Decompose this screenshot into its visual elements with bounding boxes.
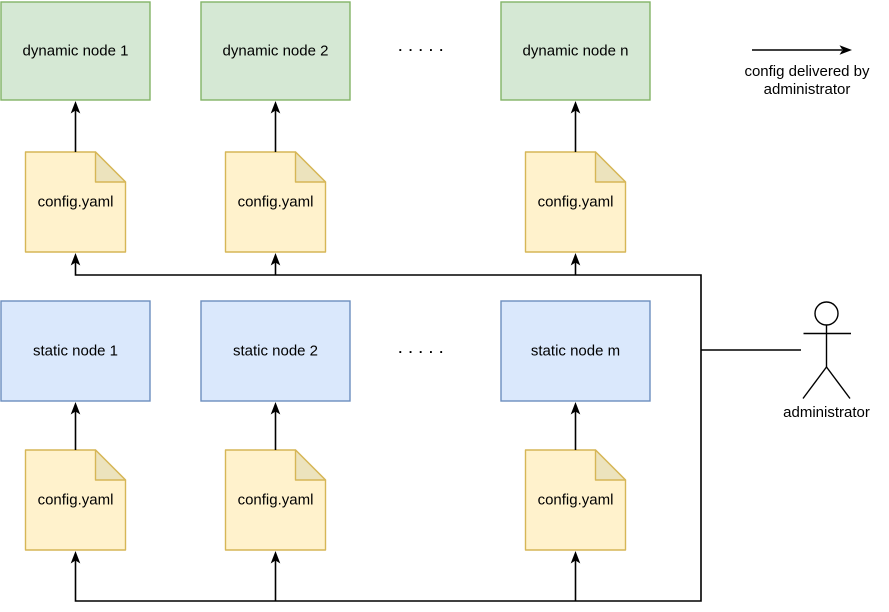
arrowhead-bus-to-upper-doc-n-icon bbox=[570, 253, 581, 266]
config-doc-dynamic-2-label: config.yaml bbox=[238, 194, 314, 211]
actor-left-leg-icon bbox=[802, 366, 828, 399]
arrowhead-bus-to-lower-doc-m-icon bbox=[570, 551, 581, 564]
dynamic-node-1-label: dynamic node 1 bbox=[23, 43, 129, 60]
static-node-2-label: static node 2 bbox=[233, 343, 318, 360]
dynamic-node-2-box bbox=[200, 1, 351, 101]
administrator-actor: administrator bbox=[783, 301, 870, 421]
legend-text-line2: administrator bbox=[764, 81, 851, 98]
config-doc-dynamic-1-fold-icon bbox=[94, 151, 127, 183]
static-node-1-box bbox=[0, 300, 151, 402]
dynamic-row-ellipsis: . . . . . bbox=[398, 39, 444, 54]
arrowhead-bus-to-upper-doc-2-icon bbox=[270, 253, 281, 266]
arrows-config-to-static bbox=[70, 402, 581, 450]
config-doc-dynamic-n-label: config.yaml bbox=[538, 194, 614, 211]
actor-head-icon bbox=[814, 301, 839, 326]
legend: config delivered by administrator bbox=[744, 45, 870, 98]
config-doc-static-2-fold-icon bbox=[294, 449, 327, 481]
arrowhead-config-to-static-1-icon bbox=[70, 402, 81, 415]
arrowhead-config-to-dynamic-2-icon bbox=[270, 101, 281, 114]
static-nodes-row: static node 1 static node 2 . . . . . st… bbox=[0, 300, 651, 402]
config-doc-dynamic-n-fold-icon bbox=[594, 151, 627, 183]
dynamic-node-2-label: dynamic node 2 bbox=[223, 43, 329, 60]
static-row-ellipsis: . . . . . bbox=[398, 341, 444, 356]
actor-label: administrator bbox=[783, 404, 870, 421]
arrowhead-config-to-static-2-icon bbox=[270, 402, 281, 415]
distribution-lines bbox=[70, 253, 801, 602]
dynamic-nodes-row: dynamic node 1 dynamic node 2 . . . . . … bbox=[0, 1, 651, 101]
static-node-2-box bbox=[200, 300, 351, 402]
config-doc-static-m-label: config.yaml bbox=[538, 492, 614, 509]
arrowhead-bus-to-lower-doc-2-icon bbox=[270, 551, 281, 564]
config-doc-static-1-label: config.yaml bbox=[38, 492, 114, 509]
config-doc-static-2-label: config.yaml bbox=[238, 492, 314, 509]
static-node-m-label: static node m bbox=[531, 343, 620, 360]
legend-text-line1: config delivered by bbox=[744, 63, 870, 80]
static-node-1-label: static node 1 bbox=[33, 343, 118, 360]
config-doc-static-m-fold-icon bbox=[594, 449, 627, 481]
arrows-config-to-dynamic bbox=[70, 101, 581, 152]
config-doc-static-1-fold-icon bbox=[94, 449, 127, 481]
distribution-bus-line bbox=[74, 262, 702, 602]
lower-config-docs: config.yaml config.yaml config.yaml bbox=[24, 449, 627, 551]
dynamic-node-n-box bbox=[500, 1, 651, 101]
arrowhead-config-to-dynamic-1-icon bbox=[70, 101, 81, 114]
config-doc-dynamic-2-fold-icon bbox=[294, 151, 327, 183]
dynamic-node-1-box bbox=[0, 1, 151, 101]
actor-right-leg-icon bbox=[825, 366, 851, 399]
arrowhead-config-to-dynamic-n-icon bbox=[570, 101, 581, 114]
upper-config-docs: config.yaml config.yaml config.yaml bbox=[24, 151, 627, 253]
arrowhead-bus-to-lower-doc-1-icon bbox=[70, 551, 81, 564]
arrowhead-bus-to-upper-doc-1-icon bbox=[70, 253, 81, 266]
config-doc-dynamic-1-label: config.yaml bbox=[38, 194, 114, 211]
dynamic-node-n-label: dynamic node n bbox=[523, 43, 629, 60]
legend-arrowhead-icon bbox=[839, 45, 852, 55]
arrowhead-config-to-static-m-icon bbox=[570, 402, 581, 415]
static-node-m-box bbox=[500, 300, 651, 402]
